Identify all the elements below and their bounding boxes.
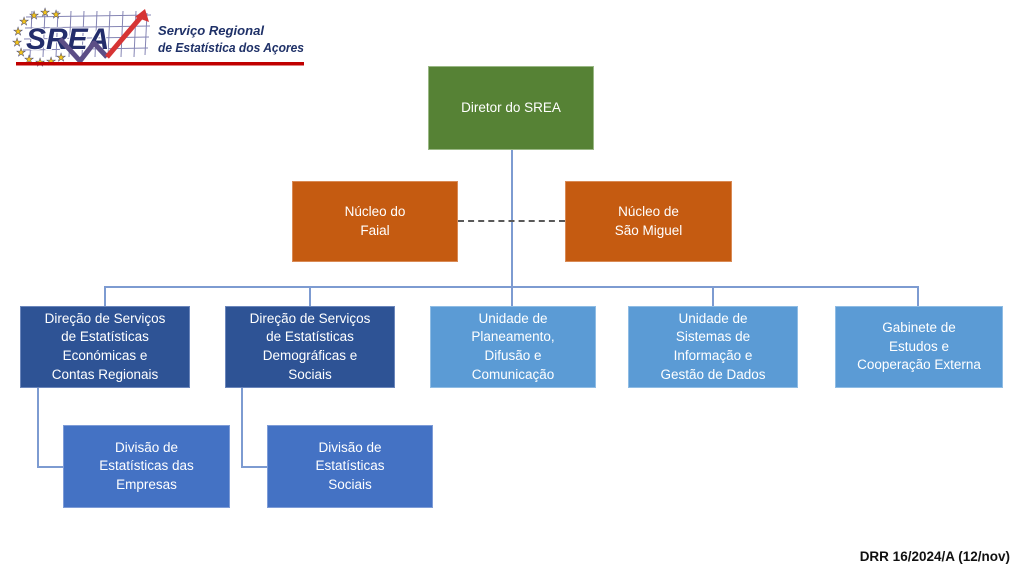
org-node-nucleo-sao-miguel-label: Núcleo de São Miguel bbox=[614, 203, 683, 238]
srea-logo: ★★★ ★★★ ★★★ ★★ SREA Serviço Regional de … bbox=[8, 5, 304, 70]
logo-wordmark: Serviço Regional de Estatística dos Açor… bbox=[158, 23, 304, 55]
connector-dse-to-dee-horizontal bbox=[37, 466, 64, 468]
org-node-gabinete-estudos-label: Gabinete de Estudos e Cooperação Externa bbox=[857, 320, 981, 373]
org-node-direcao-economicas: Direção de Serviços de Estatísticas Econ… bbox=[20, 306, 190, 388]
org-node-divisao-empresas: Divisão de Estatísticas das Empresas bbox=[63, 425, 230, 508]
org-node-unidade-sistemas-label: Unidade de Sistemas de Informação e Gest… bbox=[660, 310, 766, 382]
trend-arrow-icon bbox=[58, 9, 149, 64]
org-node-diretor: Diretor do SREA bbox=[428, 66, 594, 150]
org-node-nucleo-faial: Núcleo do Faial bbox=[292, 181, 458, 262]
connector-dse-to-dee-vertical bbox=[37, 388, 39, 468]
logo-wordmark-line1: Serviço Regional bbox=[158, 23, 264, 38]
svg-text:★: ★ bbox=[29, 9, 39, 22]
org-node-unidade-planeamento: Unidade de Planeamento, Difusão e Comuni… bbox=[430, 306, 596, 388]
org-node-divisao-sociais: Divisão de Estatísticas Sociais bbox=[267, 425, 433, 508]
srea-logo-graphic: ★★★ ★★★ ★★★ ★★ SREA Serviço Regional de … bbox=[12, 6, 304, 70]
svg-text:★: ★ bbox=[40, 6, 50, 19]
svg-text:★: ★ bbox=[46, 55, 56, 67]
svg-text:★: ★ bbox=[12, 36, 22, 49]
connector-dsd-to-des-horizontal bbox=[241, 466, 268, 468]
org-node-unidade-planeamento-label: Unidade de Planeamento, Difusão e Comuni… bbox=[471, 310, 555, 382]
org-node-unidade-sistemas: Unidade de Sistemas de Informação e Gest… bbox=[628, 306, 798, 388]
connector-drop-dse bbox=[104, 286, 106, 306]
eu-stars-icon: ★★★ ★★★ ★★★ ★★ bbox=[12, 6, 67, 70]
org-node-nucleo-sao-miguel: Núcleo de São Miguel bbox=[565, 181, 732, 262]
org-node-nucleo-faial-label: Núcleo do Faial bbox=[344, 203, 406, 238]
org-node-divisao-empresas-label: Divisão de Estatísticas das Empresas bbox=[99, 439, 194, 492]
svg-text:★: ★ bbox=[24, 53, 34, 66]
logo-wordmark-line2: de Estatística dos Açores bbox=[158, 40, 304, 55]
svg-text:★: ★ bbox=[19, 15, 29, 28]
org-node-diretor-label: Diretor do SREA bbox=[461, 99, 561, 115]
connector-drop-gec bbox=[917, 286, 919, 306]
org-node-direcao-demograficas: Direção de Serviços de Estatísticas Demo… bbox=[225, 306, 395, 388]
svg-text:★: ★ bbox=[13, 25, 23, 38]
connector-row3-horizontal bbox=[104, 286, 919, 288]
connector-drop-dsd bbox=[309, 286, 311, 306]
connector-dsd-to-des-vertical bbox=[241, 388, 243, 468]
document-reference: DRR 16/2024/A (12/nov) bbox=[859, 549, 1010, 564]
logo-grid bbox=[22, 10, 152, 58]
org-node-gabinete-estudos: Gabinete de Estudos e Cooperação Externa bbox=[835, 306, 1003, 388]
connector-director-to-row bbox=[511, 150, 513, 306]
connector-drop-usi bbox=[712, 286, 714, 306]
svg-text:★: ★ bbox=[51, 8, 61, 21]
org-node-divisao-sociais-label: Divisão de Estatísticas Sociais bbox=[315, 439, 385, 492]
svg-text:★: ★ bbox=[56, 51, 66, 64]
org-node-direcao-demograficas-label: Direção de Serviços de Estatísticas Demo… bbox=[249, 310, 371, 382]
logo-underline bbox=[16, 62, 304, 66]
connector-dashed-nucleos bbox=[458, 220, 565, 222]
svg-text:★: ★ bbox=[16, 46, 26, 59]
org-node-direcao-economicas-label: Direção de Serviços de Estatísticas Econ… bbox=[44, 310, 166, 382]
